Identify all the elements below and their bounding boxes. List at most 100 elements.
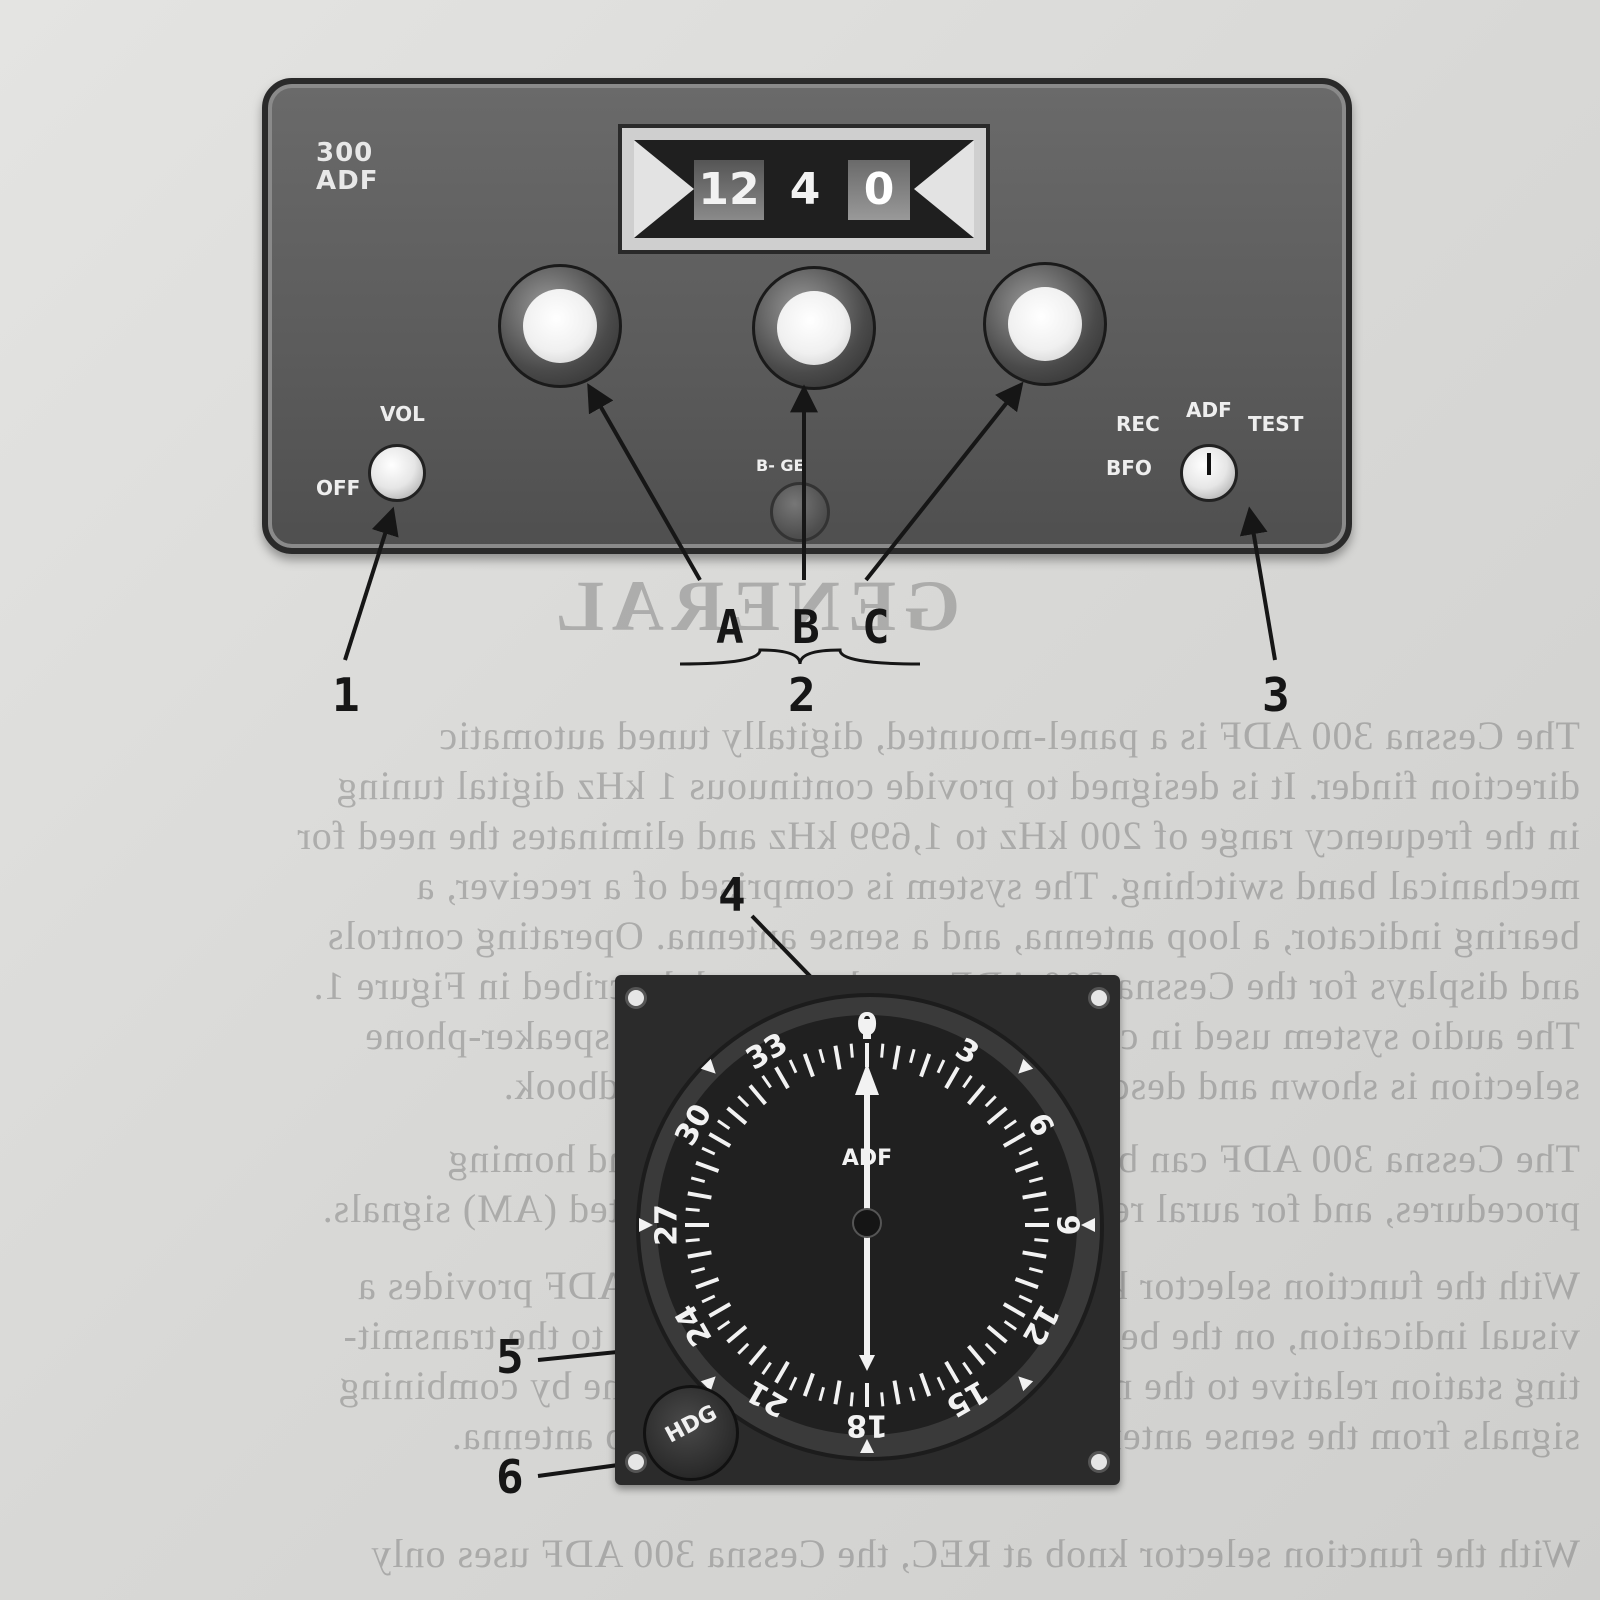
dial-tick: [1034, 1238, 1049, 1243]
rec-label: REC: [1116, 412, 1160, 436]
mount-hole: [625, 987, 647, 1009]
index-triangle: [1018, 1376, 1034, 1392]
frequency-display: 12 4 0: [634, 140, 974, 238]
function-selector-knob[interactable]: [1180, 444, 1238, 502]
dial-tick: [818, 1386, 825, 1402]
needle-tail: [859, 1355, 875, 1371]
model-name: ADF: [316, 166, 379, 196]
needle-hub: [852, 1208, 882, 1238]
dial-tick: [962, 1361, 973, 1375]
bleed-line: direction finder. It is designed to prov…: [336, 763, 1580, 808]
window-wedge-left: [634, 140, 694, 238]
dial-tick: [717, 1119, 731, 1130]
dial-tick: [818, 1048, 825, 1064]
dial-tick: [690, 1267, 706, 1274]
frequency-digit-a: 12: [694, 160, 764, 220]
dial-number: 9: [1050, 1215, 1085, 1236]
callout-6: 6: [496, 1450, 524, 1504]
dial-tick: [986, 1325, 1008, 1344]
dial-tick: [802, 1372, 815, 1397]
dial-tick: [695, 1160, 720, 1173]
dial-number: 27: [650, 1204, 685, 1246]
dial-tick: [986, 1106, 1008, 1125]
dial-tick: [984, 1342, 997, 1355]
off-label: OFF: [316, 476, 361, 500]
window-wedge-right: [914, 140, 974, 238]
dial-tick: [849, 1392, 854, 1407]
needle-arrow-head: [855, 1063, 879, 1095]
dial-tick: [685, 1207, 700, 1212]
dial-tick: [833, 1380, 842, 1405]
dial-tick: [967, 1344, 986, 1366]
dial-tick: [708, 1302, 732, 1318]
dial-tick: [1022, 1191, 1047, 1200]
bleed-line: With the function selector knob at REC, …: [370, 1531, 1580, 1576]
callout-5: 5: [496, 1330, 524, 1384]
callout-b: B: [792, 600, 820, 654]
dial-tick: [690, 1176, 706, 1183]
dial-tick: [849, 1043, 854, 1058]
dial-tick: [919, 1372, 932, 1397]
model-number: 300: [316, 138, 374, 168]
dial-tick: [919, 1053, 932, 1078]
index-triangle: [639, 1218, 653, 1232]
index-triangle: [860, 1439, 874, 1453]
dial-tick: [936, 1059, 946, 1074]
dial-tick: [748, 1084, 767, 1106]
mount-hole: [625, 1451, 647, 1473]
mount-hole: [1088, 987, 1110, 1009]
dial-tick: [726, 1106, 748, 1125]
bfo-label: BFO: [1106, 456, 1152, 480]
dial-tick: [1018, 1146, 1033, 1156]
dial-tick: [1014, 1277, 1039, 1290]
frequency-knob-a[interactable]: [498, 264, 622, 388]
radio-model-label: 300 ADF: [316, 139, 378, 195]
index-triangle: [1081, 1218, 1095, 1232]
adf-bearing-indicator: 03691215182124273033 ADF HDG: [615, 975, 1120, 1485]
dial-tick: [687, 1191, 712, 1200]
dial-tick: [685, 1238, 700, 1243]
dial-tick: [717, 1320, 731, 1331]
bleed-heading: GENERAL: [547, 566, 960, 646]
bleed-line: mechanical band switching. The system is…: [415, 863, 1580, 908]
bleed-line: in the frequency range of 200 kHz to 1,6…: [296, 813, 1580, 858]
mount-hole: [1088, 1451, 1110, 1473]
dial-tick: [695, 1277, 720, 1290]
callout-2: 2: [788, 668, 816, 722]
vol-label: VOL: [380, 402, 425, 426]
bfo-knob[interactable]: [770, 482, 830, 542]
callout-1: 1: [332, 668, 360, 722]
dial-tick: [802, 1053, 815, 1078]
lubber-mark: [863, 1019, 871, 1039]
dial-tick: [1002, 1132, 1026, 1148]
dial-tick: [761, 1361, 772, 1375]
dial-tick: [892, 1380, 901, 1405]
dial-tick: [748, 1344, 767, 1366]
volume-knob[interactable]: [368, 444, 426, 502]
dial-tick: [1034, 1207, 1049, 1212]
dial-tick: [1028, 1176, 1044, 1183]
frequency-window: 12 4 0: [618, 124, 990, 254]
frequency-knob-b[interactable]: [752, 266, 876, 390]
dial-tick: [701, 1146, 716, 1156]
dial-tick: [1002, 1302, 1026, 1318]
dial-tick: [726, 1325, 748, 1344]
dial-tick: [936, 1376, 946, 1391]
heading-knob[interactable]: HDG: [643, 1385, 739, 1481]
callout-a: A: [716, 600, 744, 654]
hdg-label: HDG: [661, 1400, 722, 1449]
test-label: TEST: [1248, 412, 1304, 436]
dial-tick: [687, 1250, 712, 1259]
dial-tick: [1014, 1160, 1039, 1173]
callout-c: C: [862, 600, 890, 654]
dial-number: 18: [846, 1408, 888, 1443]
dial-tick: [1022, 1250, 1047, 1259]
frequency-digit-b: 4: [789, 164, 821, 215]
dial-tick: [909, 1048, 916, 1064]
dial-tick: [967, 1084, 986, 1106]
dial-tick: [892, 1045, 901, 1070]
dial-tick: [944, 1360, 960, 1384]
compass-dial: 03691215182124273033 ADF: [636, 993, 1104, 1461]
callout-3: 3: [1262, 668, 1290, 722]
frequency-knob-c[interactable]: [983, 262, 1107, 386]
